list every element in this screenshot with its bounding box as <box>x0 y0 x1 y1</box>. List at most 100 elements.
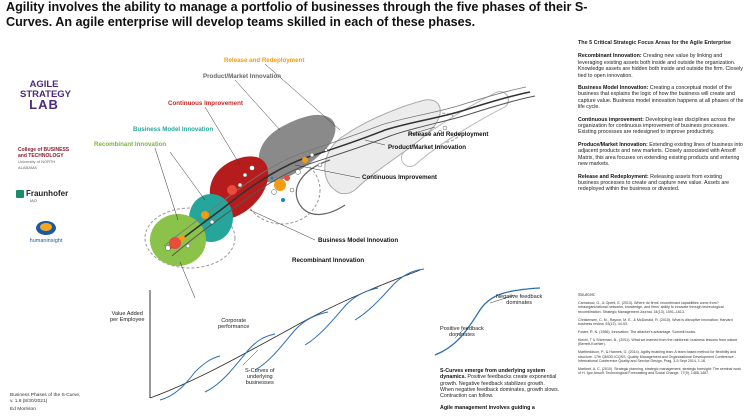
focus-area-item: Business Model Innovation: Creating a co… <box>578 85 744 111</box>
page-title: Agility involves the ability to manage a… <box>6 0 588 29</box>
leader-line <box>294 164 361 179</box>
focus-area-item: Recombinant Innovation: Creating new val… <box>578 53 744 79</box>
focus-area-item: Produce/Market Innovation: Extending exi… <box>578 142 744 168</box>
label-business-model-black: Business Model Innovation <box>318 237 399 244</box>
leader-line <box>264 63 341 131</box>
footer-version: Business Phases of the S-Curve, v. 1.8 (… <box>10 393 80 413</box>
corporate-label-line: performance <box>218 324 250 330</box>
footer-line: Business Phases of the S-Curve, <box>10 393 81 398</box>
label-release-black: Release and Redeployment <box>408 131 489 138</box>
focus-areas-panel: The 5 Critical Strategic Focus Areas for… <box>578 40 744 199</box>
business-s-curve <box>354 268 425 321</box>
focus-area-item: Release and Redeployment: Releasing asse… <box>578 174 744 193</box>
leader-line <box>249 209 316 241</box>
label-continuous-colored: Continuous Improvement <box>168 100 243 107</box>
label-product-black: Product/Market Innovation <box>388 144 467 151</box>
leader-line <box>242 349 259 366</box>
neg-label-line: dominates <box>506 300 533 306</box>
y-axis-label: Value Added per Employee <box>110 311 145 323</box>
leader-line <box>169 151 206 201</box>
positive-feedback-label: Positive feedback dominates <box>440 326 484 338</box>
product-market-blob <box>258 114 336 183</box>
s-curves-label: S-Curves of underlying businesses <box>245 368 275 386</box>
focus-area-term: Recombinant Innovation: <box>578 53 642 60</box>
dashed-band-inner <box>402 92 508 166</box>
fraunhofer-name: Fraunhofer <box>25 189 69 198</box>
focus-area-text: Extending existing lines of business int… <box>578 141 743 168</box>
s-curve-explanation: S-Curves emerge from underlying system d… <box>440 368 560 412</box>
label-recombinant-black: Recombinant Innovation <box>292 257 365 264</box>
source-item: Kiechi, T & Shireman, B., (2001). What w… <box>578 337 738 347</box>
focus-area-term: Continuous improvement: <box>578 116 644 123</box>
college-sub: University of NORTH ALABAMA <box>18 159 56 170</box>
fraunhofer-mark-icon <box>16 190 24 199</box>
focus-area-term: Release and Redeployment: <box>578 173 649 180</box>
business-s-curve <box>304 287 379 346</box>
humaninsight-logo: humaninsight <box>18 218 74 244</box>
leader-line <box>364 139 386 146</box>
s-curve-line <box>167 91 531 251</box>
negative-feedback-label: Negative feedback dominates <box>496 294 542 306</box>
business-s-curve <box>204 333 276 393</box>
logo-line: LAB <box>29 97 59 112</box>
leader-line <box>204 106 241 166</box>
corporate-performance-curve <box>149 269 421 399</box>
fraunhofer-sub: IAO <box>30 198 37 204</box>
explanation-bold-2: Agile management involves guiding a <box>440 405 535 412</box>
agile-strategy-lab-logo: AGILE STRATEGY LAB <box>20 79 72 112</box>
focus-area-term: Business Model Innovation: <box>578 85 649 92</box>
business-s-curve <box>254 311 329 371</box>
dashed-oval <box>144 207 236 269</box>
feedback-s-curve <box>434 287 541 356</box>
dashed-oval <box>243 155 321 225</box>
humaninsight-name: humaninsight <box>29 238 63 244</box>
leader-line <box>154 147 179 221</box>
label-continuous-black: Continuous Improvement <box>362 174 437 181</box>
label-recombinant-colored: Recombinant Innovation <box>94 141 167 148</box>
pos-label-line: Positive feedback <box>440 326 484 332</box>
s-curve-line <box>163 86 527 247</box>
s-curves-label-line: S-Curves of <box>245 368 275 374</box>
sources-list: Sources: Carnabuci, G., & Operti, E. (20… <box>578 292 744 379</box>
sources-heading: Sources: <box>578 292 596 297</box>
footer-line: v. 1.8 (8/30/2021) <box>10 398 48 404</box>
y-label-line: per Employee <box>110 317 145 323</box>
corporate-label-line: Corporate <box>221 318 247 324</box>
college-name: College of BUSINESS and TECHNOLOGY <box>18 147 70 159</box>
s-curve-loop <box>295 159 346 215</box>
focus-area-text: Creating a conceptual model of the busin… <box>578 85 744 111</box>
focus-area-text: Developing lean disciplines across the o… <box>578 116 736 136</box>
source-item: Martheddson, P., & Hannes, G. (2014). Ag… <box>578 350 737 363</box>
node-cluster <box>165 125 448 251</box>
neg-label-line: Negative feedback <box>496 294 543 300</box>
focus-area-text: Releasing assets from existing business … <box>578 173 730 193</box>
explanation-text: Positive feedbacks create exponential gr… <box>440 374 560 400</box>
college-logo: College of BUSINESS and TECHNOLOGY Unive… <box>18 147 74 171</box>
logo-line: STRATEGY <box>20 89 72 100</box>
source-item: Carnabuci, G., & Operti, E. (2013). Wher… <box>578 300 724 314</box>
label-product-colored: Product/Market Innovation <box>203 73 282 80</box>
source-item: Christensen, C. M., Raynor, M. E., & McD… <box>578 317 733 327</box>
s-curves-label-line: underlying <box>246 374 273 380</box>
explanation-bold: S-Curves emerge from underlying system d… <box>440 368 546 381</box>
label-release-colored: Release and Redeployment <box>224 57 305 64</box>
humaninsight-mark-icon <box>36 221 56 235</box>
footer-line: Ed Morrison <box>10 407 36 413</box>
pos-label-line: dominates <box>449 332 475 338</box>
leader-line <box>454 329 464 339</box>
business-s-curve <box>159 355 221 401</box>
logo-line: AGILE <box>29 79 59 90</box>
leader-line <box>179 261 196 299</box>
focus-areas-heading: The 5 Critical Strategic Focus Areas for… <box>578 40 731 46</box>
leader-line <box>489 294 516 304</box>
leader-line <box>407 126 436 136</box>
corporate-performance-label: Corporate performance <box>218 318 249 330</box>
y-label-line: Value Added <box>111 311 143 317</box>
focus-area-term: Produce/Market Innovation: <box>578 141 648 148</box>
leader-line <box>234 79 281 131</box>
focus-area-item: Continuous improvement: Developing lean … <box>578 117 744 136</box>
label-business-model-colored: Business Model Innovation <box>133 126 214 133</box>
s-curves-label-line: businesses <box>245 380 274 386</box>
source-item: Martinet, A. C. (2010). Strategic planni… <box>578 366 741 376</box>
